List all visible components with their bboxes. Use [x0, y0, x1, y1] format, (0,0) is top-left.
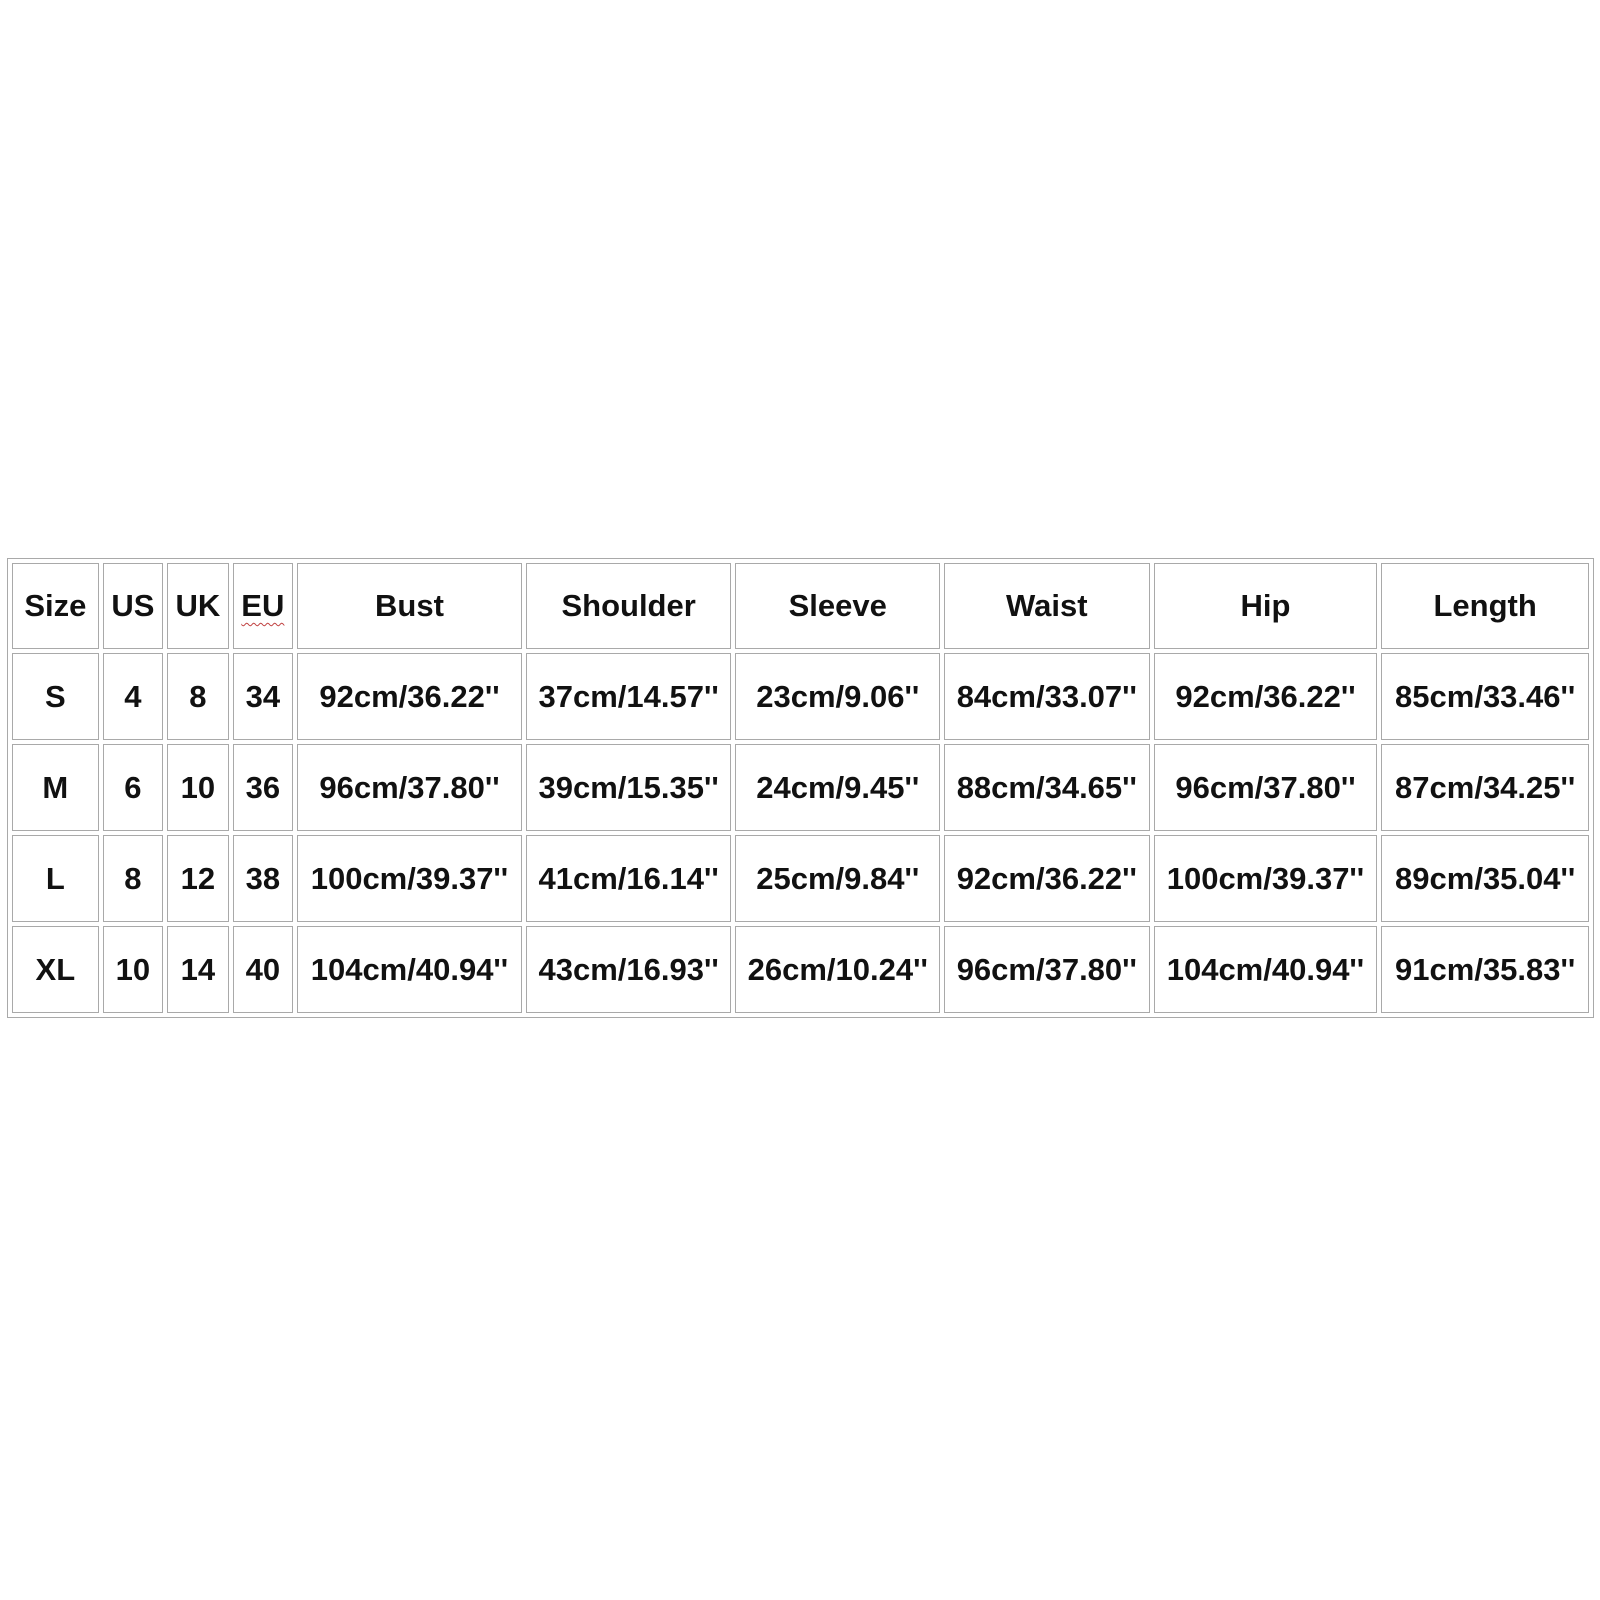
- cell-size: L: [12, 835, 99, 922]
- header-waist: Waist: [944, 563, 1150, 649]
- cell-hip: 96cm/37.80'': [1153, 744, 1378, 831]
- cell-bust: 104cm/40.94'': [297, 926, 522, 1013]
- cell-uk: 8: [167, 653, 229, 740]
- cell-waist: 96cm/37.80'': [944, 926, 1150, 1013]
- header-sleeve: Sleeve: [735, 563, 940, 649]
- cell-shoulder: 39cm/15.35'': [525, 744, 732, 831]
- header-eu: EU: [232, 563, 294, 649]
- cell-hip: 100cm/39.37'': [1153, 835, 1378, 922]
- cell-size: XL: [12, 926, 99, 1013]
- cell-length: 91cm/35.83'': [1381, 926, 1589, 1013]
- size-chart-table: Size US UK EU Bust Shoulder Sleeve Waist…: [7, 558, 1594, 1018]
- cell-length: 87cm/34.25'': [1381, 744, 1589, 831]
- cell-eu: 38: [232, 835, 294, 922]
- table-row: XL 10 14 40 104cm/40.94'' 43cm/16.93'' 2…: [12, 926, 1589, 1013]
- cell-eu: 40: [232, 926, 294, 1013]
- cell-bust: 100cm/39.37'': [297, 835, 522, 922]
- cell-size: S: [12, 653, 99, 740]
- cell-bust: 92cm/36.22'': [297, 653, 522, 740]
- header-uk: UK: [167, 563, 229, 649]
- cell-us: 6: [102, 744, 164, 831]
- cell-length: 85cm/33.46'': [1381, 653, 1589, 740]
- table-row: S 4 8 34 92cm/36.22'' 37cm/14.57'' 23cm/…: [12, 653, 1589, 740]
- header-length: Length: [1381, 563, 1589, 649]
- cell-waist: 84cm/33.07'': [944, 653, 1150, 740]
- cell-uk: 10: [167, 744, 229, 831]
- header-us: US: [102, 563, 164, 649]
- cell-shoulder: 43cm/16.93'': [525, 926, 732, 1013]
- table-row: M 6 10 36 96cm/37.80'' 39cm/15.35'' 24cm…: [12, 744, 1589, 831]
- cell-shoulder: 41cm/16.14'': [525, 835, 732, 922]
- cell-bust: 96cm/37.80'': [297, 744, 522, 831]
- header-size: Size: [12, 563, 99, 649]
- cell-eu: 36: [232, 744, 294, 831]
- header-bust: Bust: [297, 563, 522, 649]
- cell-us: 10: [102, 926, 164, 1013]
- header-row: Size US UK EU Bust Shoulder Sleeve Waist…: [12, 563, 1589, 649]
- cell-sleeve: 26cm/10.24'': [735, 926, 940, 1013]
- cell-size: M: [12, 744, 99, 831]
- cell-length: 89cm/35.04'': [1381, 835, 1589, 922]
- cell-hip: 92cm/36.22'': [1153, 653, 1378, 740]
- cell-waist: 88cm/34.65'': [944, 744, 1150, 831]
- cell-us: 8: [102, 835, 164, 922]
- table-row: L 8 12 38 100cm/39.37'' 41cm/16.14'' 25c…: [12, 835, 1589, 922]
- cell-sleeve: 24cm/9.45'': [735, 744, 940, 831]
- cell-uk: 12: [167, 835, 229, 922]
- cell-eu: 34: [232, 653, 294, 740]
- header-shoulder: Shoulder: [525, 563, 732, 649]
- cell-hip: 104cm/40.94'': [1153, 926, 1378, 1013]
- cell-us: 4: [102, 653, 164, 740]
- cell-uk: 14: [167, 926, 229, 1013]
- cell-shoulder: 37cm/14.57'': [525, 653, 732, 740]
- header-eu-label: EU: [241, 588, 285, 623]
- header-hip: Hip: [1153, 563, 1378, 649]
- cell-sleeve: 23cm/9.06'': [735, 653, 940, 740]
- cell-sleeve: 25cm/9.84'': [735, 835, 940, 922]
- cell-waist: 92cm/36.22'': [944, 835, 1150, 922]
